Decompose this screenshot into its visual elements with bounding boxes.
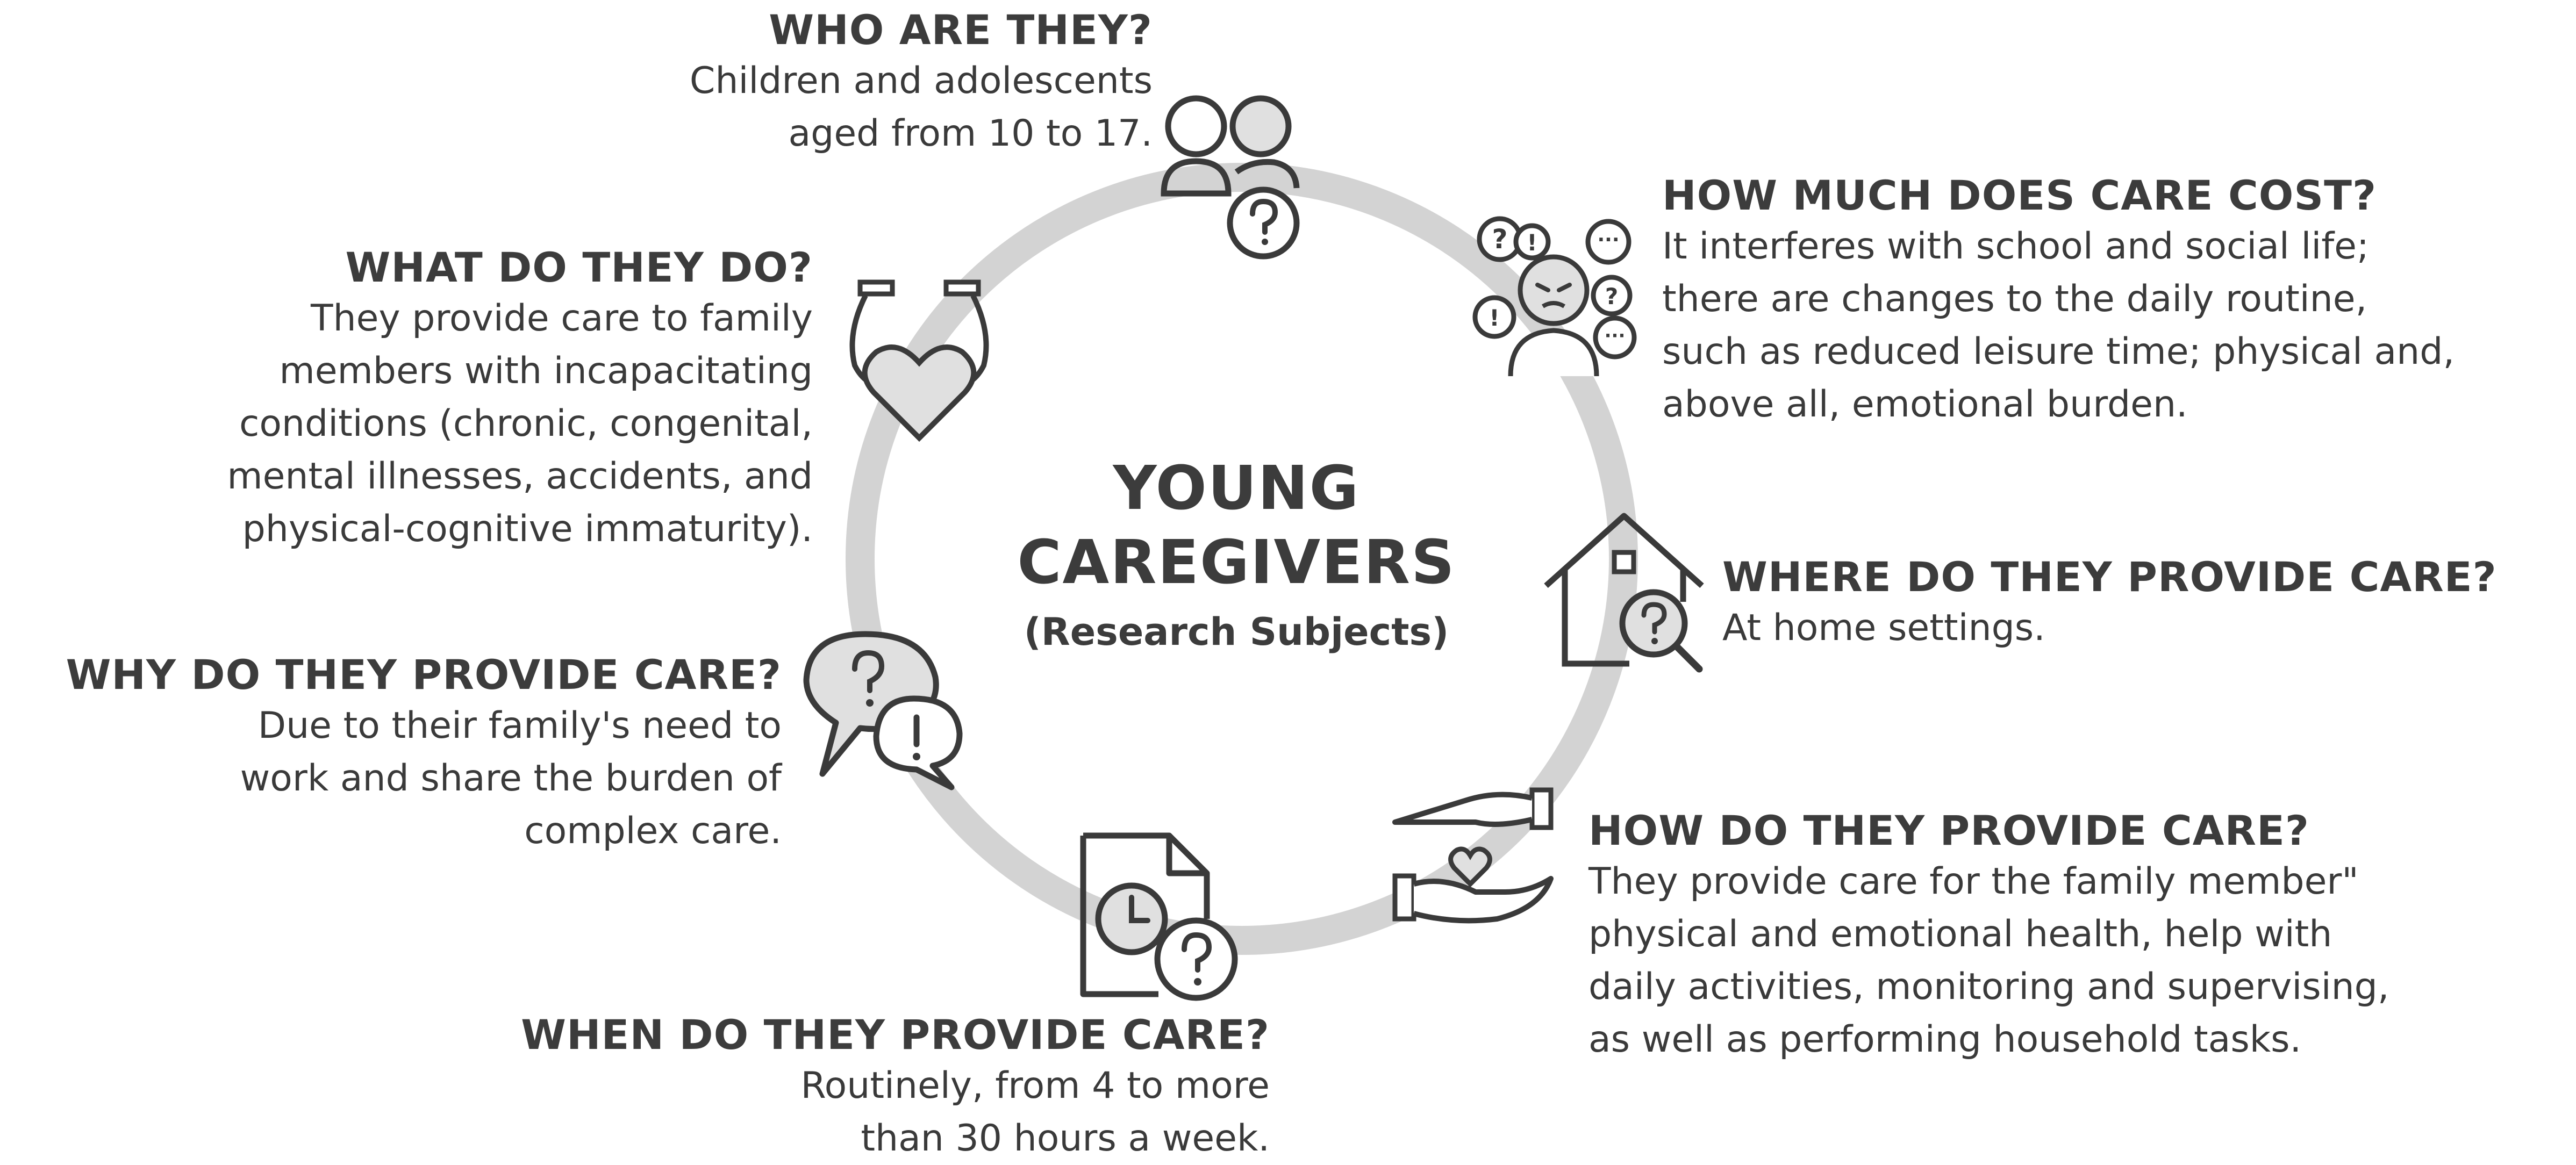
people-question-icon: [1156, 91, 1301, 263]
center-title-line2: CAREGIVERS: [1017, 528, 1456, 598]
svg-text:?: ?: [1605, 283, 1618, 310]
what-line: conditions (chronic, congenital,: [239, 402, 813, 445]
stressed-person-icon: ? ! ··· ! ? ···: [1472, 215, 1640, 382]
when-heading: WHEN DO THEY PROVIDE CARE?: [521, 1011, 1270, 1059]
cost-line: above all, emotional burden.: [1662, 383, 2188, 426]
center-subtitle: (Research Subjects): [1024, 610, 1449, 654]
who-line: Children and adolescents: [689, 60, 1153, 102]
who-section: WHO ARE THEY? Children and adolescents a…: [690, 5, 1153, 160]
svg-text:···: ···: [1605, 325, 1626, 347]
where-section: WHERE DO THEY PROVIDE CARE? At home sett…: [1722, 552, 2497, 655]
what-line: mental illnesses, accidents, and: [227, 455, 813, 498]
how-section: HOW DO THEY PROVIDE CARE? They provide c…: [1588, 806, 2389, 1066]
why-section: WHY DO THEY PROVIDE CARE? Due to their f…: [66, 650, 782, 858]
where-heading: WHERE DO THEY PROVIDE CARE?: [1722, 553, 2497, 601]
why-line: complex care.: [524, 810, 782, 852]
who-heading: WHO ARE THEY?: [769, 6, 1153, 54]
where-line: At home settings.: [1722, 607, 2045, 649]
svg-text:!: !: [1489, 305, 1499, 331]
how-line: physical and emotional health, help with: [1588, 913, 2332, 955]
hands-giving-heart-icon: [1390, 785, 1556, 935]
what-line: They provide care to family: [310, 297, 813, 340]
what-line: members with incapacitating: [279, 350, 813, 392]
svg-text:?: ?: [1492, 224, 1507, 255]
how-heading: HOW DO THEY PROVIDE CARE?: [1588, 807, 2309, 854]
svg-text:!: !: [1527, 229, 1537, 256]
when-line: than 30 hours a week.: [861, 1117, 1270, 1160]
what-line: physical-cognitive immaturity).: [242, 508, 813, 550]
cost-section: HOW MUCH DOES CARE COST? It interferes w…: [1662, 171, 2455, 431]
cost-line: there are changes to the daily routine,: [1662, 278, 2367, 320]
speech-bubbles-icon: [801, 629, 968, 790]
center-title-block: YOUNG CAREGIVERS (Research Subjects): [1000, 451, 1473, 659]
clock-document-icon: [1078, 830, 1239, 1002]
cost-line: It interferes with school and social lif…: [1662, 225, 2369, 268]
who-line: aged from 10 to 17.: [788, 112, 1153, 155]
cost-line: such as reduced leisure time; physical a…: [1662, 330, 2455, 373]
why-line: work and share the burden of: [240, 757, 782, 800]
svg-text:···: ···: [1597, 229, 1619, 251]
when-line: Routinely, from 4 to more: [800, 1065, 1270, 1107]
why-heading: WHY DO THEY PROVIDE CARE?: [66, 651, 782, 699]
what-section: WHAT DO THEY DO? They provide care to fa…: [227, 243, 813, 556]
when-section: WHEN DO THEY PROVIDE CARE? Routinely, fr…: [521, 1010, 1270, 1165]
how-line: daily activities, monitoring and supervi…: [1588, 966, 2389, 1008]
center-title-line1: YOUNG: [1113, 454, 1360, 523]
how-line: They provide care for the family member": [1588, 860, 2359, 903]
why-line: Due to their family's need to: [257, 704, 782, 747]
hands-heart-icon: [839, 279, 1000, 442]
how-line: as well as performing household tasks.: [1588, 1018, 2302, 1061]
cost-heading: HOW MUCH DOES CARE COST?: [1662, 171, 2377, 219]
house-search-icon: [1541, 510, 1707, 673]
what-heading: WHAT DO THEY DO?: [345, 243, 813, 291]
